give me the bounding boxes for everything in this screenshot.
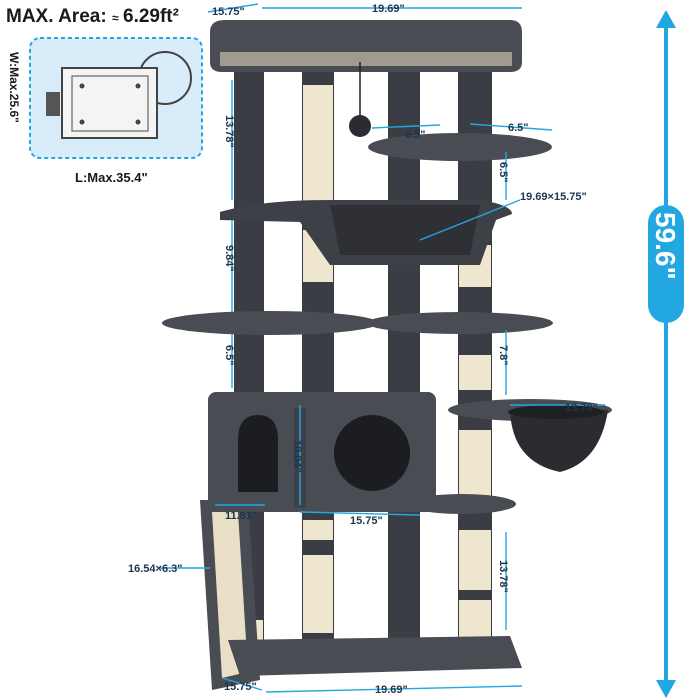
dim-condo-width: 15.75": [350, 515, 383, 527]
platform-right: [367, 312, 553, 334]
basket-bowl: [510, 410, 608, 472]
dim-mid-height: 9.84": [223, 245, 235, 272]
condo-arch-door: [238, 415, 278, 492]
svg-text:6.29ft²: 6.29ft²: [123, 6, 179, 27]
inset-width-label: W:Max.25.6": [7, 52, 21, 123]
condo-round-door: [334, 415, 410, 491]
dim-perch-left: 6.5": [405, 129, 426, 141]
dim-platform-gap: 6.5": [223, 345, 235, 366]
sisal-center-bottom: [303, 555, 333, 633]
inset-base-outline: [61, 67, 158, 139]
dim-basket: 13.78": [565, 402, 598, 414]
height-arrow-down-icon: [656, 680, 676, 698]
dim-base-depth: 15.75": [224, 681, 257, 693]
dim-perch-height: 6.5": [497, 162, 509, 183]
max-area-text: MAX. Area: ≈ 6.29ft²: [6, 6, 179, 27]
inset-top-outline: [71, 75, 149, 132]
platform-left: [162, 311, 378, 335]
dim-lower-height: 13.78": [497, 560, 509, 593]
base: [228, 636, 522, 676]
inset-length-label: L:Max.35.4": [75, 170, 148, 185]
dimensions: 15.75" 19.69" 13.78" 9.84" 6.5" 6.5" 6.5…: [128, 3, 605, 696]
dim-base-width: 19.69": [375, 684, 408, 696]
dim-top-width: 19.69": [372, 3, 405, 15]
dim-hammock: 19.69×15.75": [520, 191, 587, 203]
total-height-indicator: 59.6": [648, 10, 684, 698]
inset-ramp: [46, 92, 60, 116]
post-back-center: [388, 72, 420, 642]
platform-lower-right: [408, 494, 516, 514]
dim-condo-depth: 11.81": [225, 510, 257, 522]
ball-toy: [349, 115, 371, 137]
dim-ramp: 16.54×6.3": [128, 563, 182, 575]
round-perch: [368, 133, 552, 161]
dim-top-section: 13.78": [223, 115, 235, 148]
dim-condo-height: 10.04": [291, 440, 303, 473]
total-height-label: 59.6": [650, 212, 681, 280]
height-badge: [648, 205, 684, 323]
cat-tree: [162, 20, 612, 690]
svg-text:≈: ≈: [112, 11, 119, 25]
dim-right-gap: 7.8": [497, 345, 509, 366]
dim-perch-right: 6.5": [508, 122, 529, 134]
dim-top-depth: 15.75": [212, 6, 245, 18]
svg-text:MAX. Area:: MAX. Area:: [6, 6, 107, 27]
height-arrow-up-icon: [656, 10, 676, 28]
placement-inset: L:Max.35.4" W:Max.25.6": [7, 37, 203, 185]
